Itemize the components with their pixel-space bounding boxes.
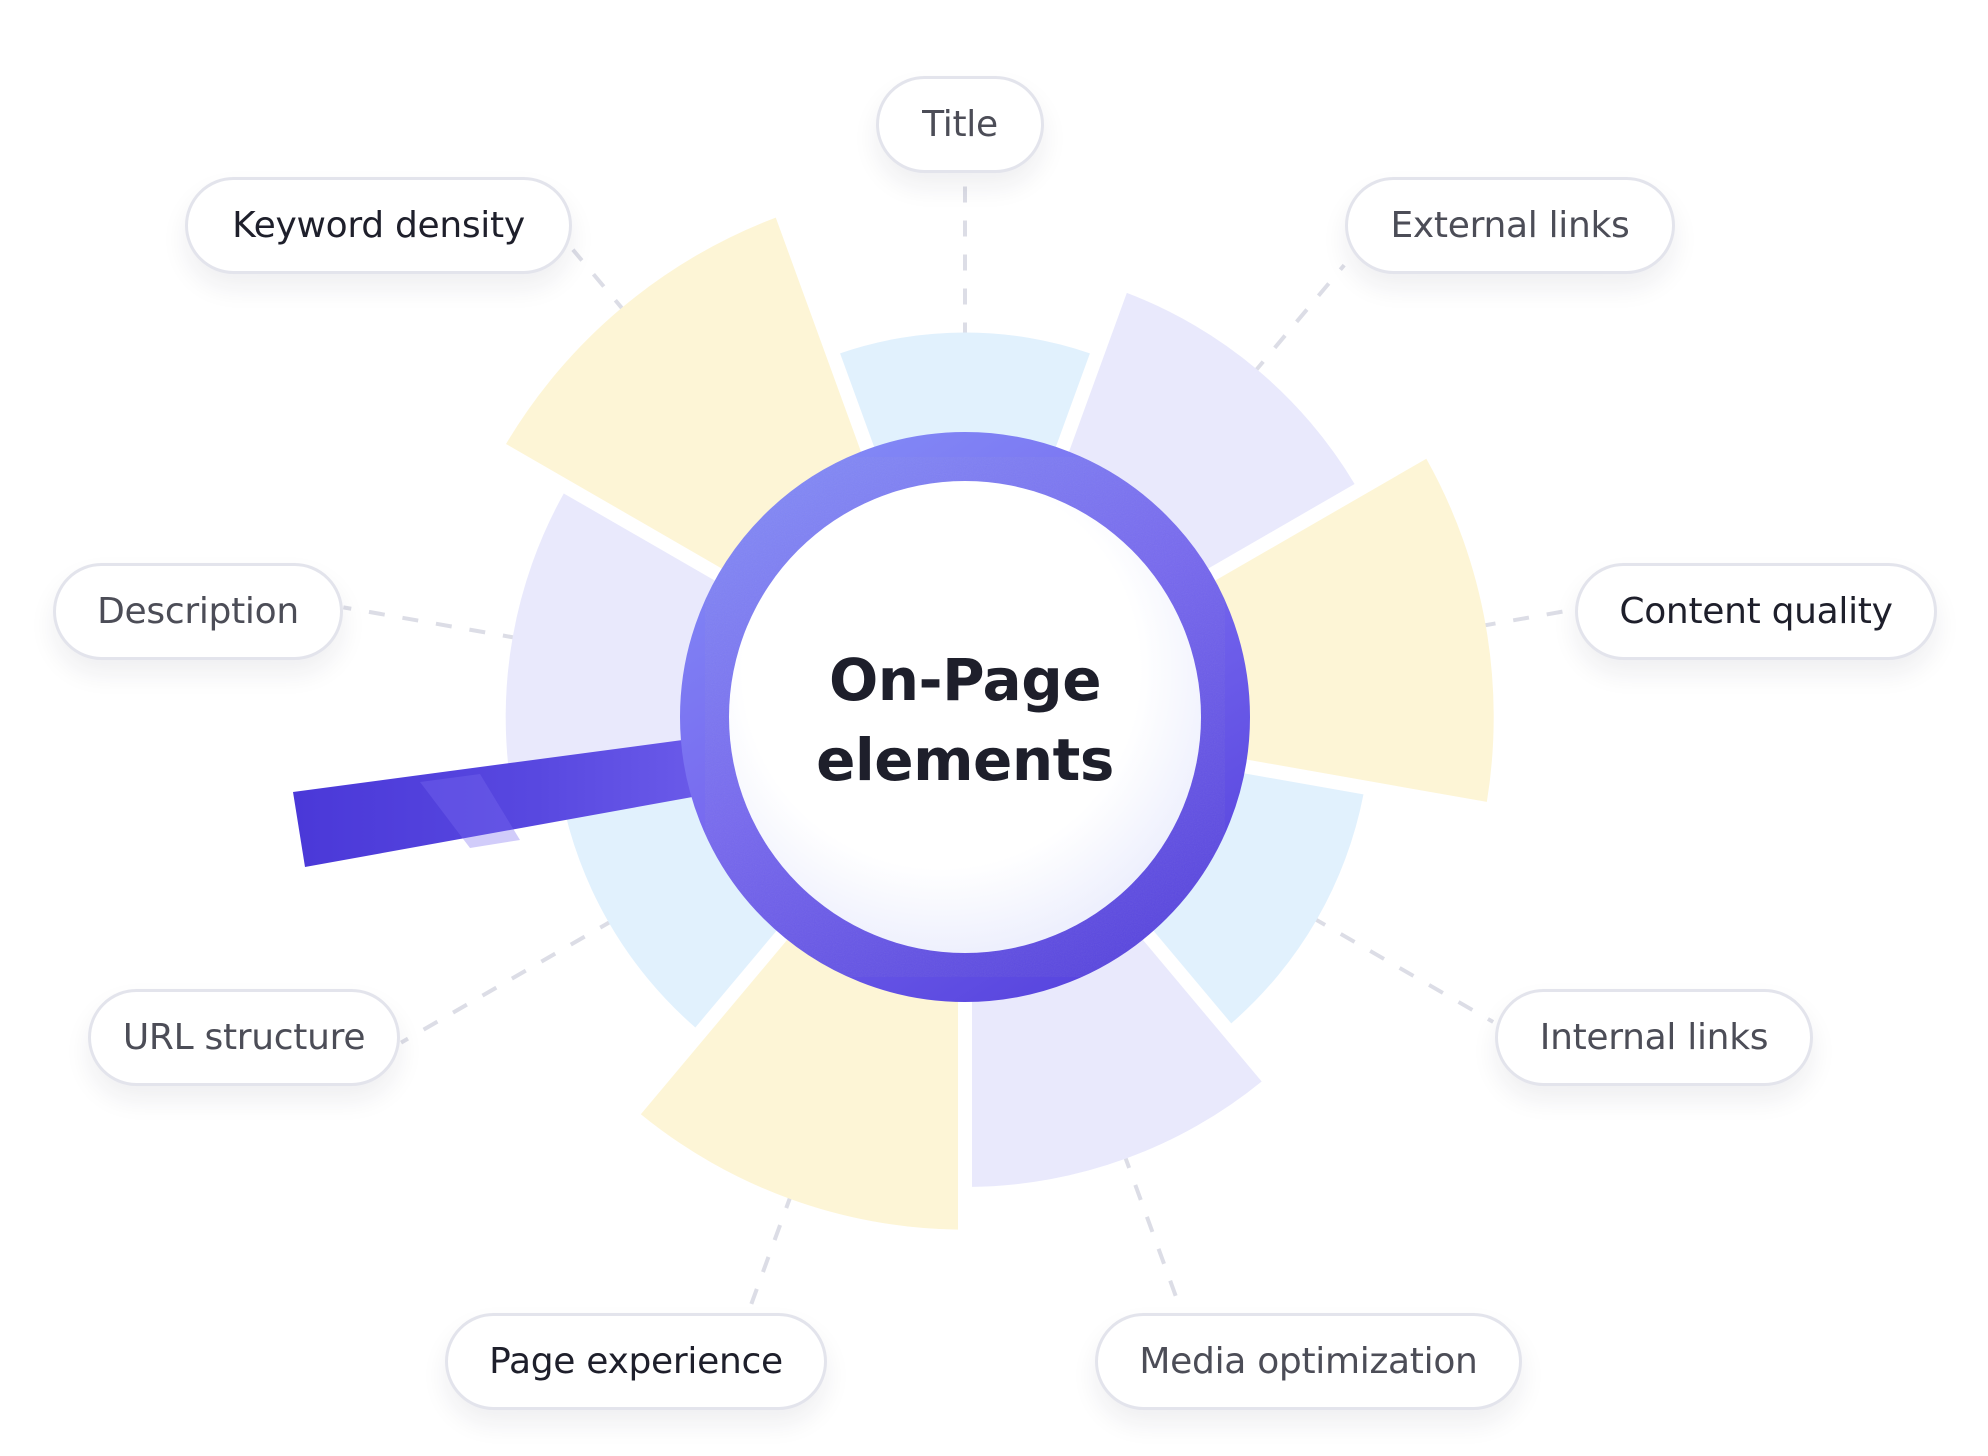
connector-content-quality [1445, 607, 1575, 635]
connector-external-links [1229, 263, 1346, 402]
label-pill-description[interactable]: Description [53, 563, 343, 660]
center-title: On-Page elements [765, 640, 1165, 800]
label-pill-content-quality[interactable]: Content quality [1575, 563, 1937, 660]
magnifier-ring-texture [680, 432, 1250, 1002]
sector-page-experience [640, 913, 958, 1230]
center-title-line-1: On-Page [828, 646, 1102, 714]
label-pill-media-optimization[interactable]: Media optimization [1095, 1313, 1522, 1410]
label-text: Media optimization [1139, 1341, 1478, 1382]
label-pill-external-links[interactable]: External links [1345, 177, 1675, 274]
label-pill-page-experience[interactable]: Page experience [445, 1313, 827, 1410]
center-title-line-2: elements [816, 726, 1114, 794]
label-text: Description [97, 591, 299, 632]
magnifier-handle [293, 739, 698, 867]
sector-keyword-density [506, 217, 873, 586]
label-text: External links [1390, 205, 1630, 246]
label-text: URL structure [122, 1017, 366, 1058]
magnifier-lens [729, 481, 1201, 953]
connector-url-structure [400, 900, 645, 1045]
label-pill-internal-links[interactable]: Internal links [1495, 989, 1813, 1086]
label-text: Title [922, 104, 998, 145]
label-text: Page experience [489, 1341, 783, 1382]
label-text: Internal links [1539, 1017, 1769, 1058]
label-text: Keyword density [232, 205, 525, 246]
label-text: Content quality [1619, 591, 1893, 632]
label-pill-keyword-density[interactable]: Keyword density [185, 177, 572, 274]
label-pill-title[interactable]: Title [876, 76, 1044, 173]
sector-content-quality [1185, 458, 1494, 802]
connector-page-experience [746, 1160, 806, 1313]
label-pill-url-structure[interactable]: URL structure [88, 989, 400, 1086]
connector-internal-links [1280, 898, 1495, 1024]
magnifier-handle-highlight [420, 774, 520, 848]
magnifying-glass-icon [293, 432, 1250, 1002]
